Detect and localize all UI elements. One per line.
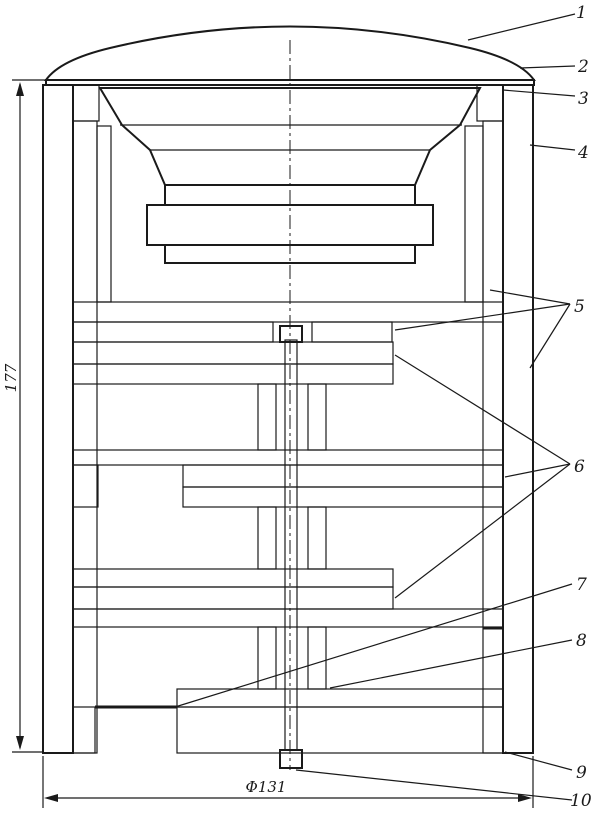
- left-inner-wall: [72, 120, 98, 754]
- callout-4: 4: [577, 143, 589, 163]
- callout-1: 1: [576, 3, 587, 23]
- callout-10: 10: [570, 791, 592, 811]
- shelf-2-felt: [182, 464, 504, 488]
- spacer-left-1: [257, 383, 277, 451]
- height-dimension: 177: [2, 79, 46, 753]
- shelf-1-felt: [72, 341, 394, 365]
- callout-5: 5: [574, 297, 585, 317]
- leader-lines: [174, 13, 576, 801]
- callout-3: 3: [578, 89, 589, 109]
- shelf-3-felt: [72, 586, 394, 610]
- right-inner-wall-2: [464, 125, 484, 303]
- shelf-2-left-block: [72, 464, 99, 508]
- callout-6: 6: [574, 457, 585, 477]
- spacer-right-3: [307, 626, 327, 690]
- right-inner-wall: [482, 120, 504, 754]
- diameter-value: Φ131: [246, 778, 287, 796]
- diameter-dimension: Φ131: [42, 756, 534, 808]
- callout-9: 9: [576, 763, 587, 783]
- spacer-left-3: [257, 626, 277, 690]
- top-cover: [44, 25, 536, 81]
- callout-8: 8: [576, 631, 587, 651]
- bolt-nut-top: [279, 325, 303, 343]
- shelf-2-bottom: [182, 486, 504, 508]
- shelf-1-bottom: [72, 363, 394, 385]
- spacer-right-1: [307, 383, 327, 451]
- shelf-3-top: [72, 568, 394, 588]
- height-value: 177: [2, 363, 20, 392]
- callout-labels: 1 2 3 4 5 6 7 8 9 10: [570, 3, 592, 811]
- spacer-right-2: [307, 506, 327, 570]
- shelf-1-top: [72, 301, 504, 323]
- bolt-nut-bottom: [279, 749, 303, 769]
- spacer-left-2: [257, 506, 277, 570]
- shelf-1-board: [72, 321, 274, 343]
- left-outer-wall: [42, 84, 74, 754]
- shelf-1-board-r: [311, 321, 393, 343]
- right-gasket: [476, 84, 504, 122]
- bottom-felt: [176, 706, 504, 754]
- bottom-left-felt: [72, 706, 96, 754]
- shelf-2-top: [72, 449, 504, 466]
- left-inner-wall-2: [96, 125, 112, 303]
- left-gasket: [72, 84, 100, 122]
- shelf-3-bottom: [72, 608, 504, 628]
- callout-2: 2: [577, 57, 589, 77]
- callout-7: 7: [576, 575, 587, 595]
